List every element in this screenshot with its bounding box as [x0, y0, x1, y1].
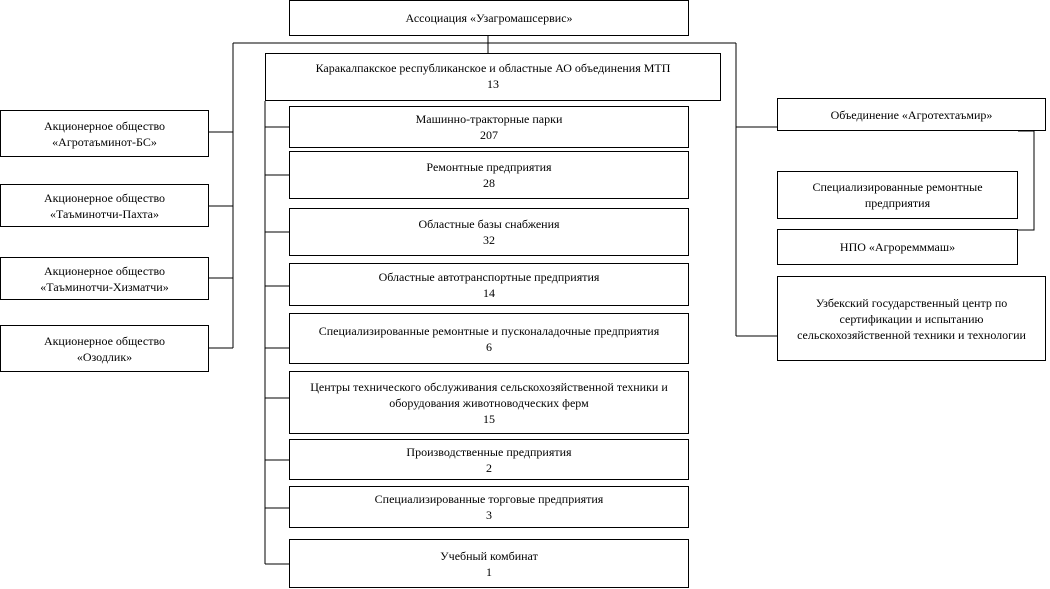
subunit-title: Специализированные ремонтные и пусконала…	[318, 323, 660, 338]
left-company-type: Акционерное общество	[43, 118, 166, 133]
subunit-count: 28	[483, 176, 495, 190]
subunit-title: Машинно-тракторные парки	[415, 112, 563, 126]
subunit-title: Специализированные торговые предприятия	[374, 492, 604, 506]
left-company-type: Акционерное общество	[43, 190, 166, 205]
left-company-box: Акционерное общество «Таъминотчи-Пахта»	[0, 184, 209, 227]
certification-center-box: Узбекский государственный центр по серти…	[777, 276, 1046, 361]
subunit-box: Специализированные ремонтные и пусконала…	[289, 313, 689, 364]
subunit-box: Центры технического обслуживания сельско…	[289, 371, 689, 434]
subunit-box: Специализированные торговые предприятия …	[289, 486, 689, 528]
subunit-box: Машинно-тракторные парки 207	[289, 106, 689, 148]
left-company-name: «Озодлик»	[76, 349, 133, 364]
agrotech-box: Объединение «Агротехтаъмир»	[777, 98, 1046, 131]
subunit-count: 3	[486, 508, 492, 522]
subunit-count: 1	[486, 564, 492, 579]
left-company-box: Акционерное общество «Таъминотчи-Хизматч…	[0, 257, 209, 300]
regional-box: Каракалпакское республиканское и областн…	[265, 53, 721, 101]
subunit-box: Производственные предприятия 2	[289, 439, 689, 480]
agrotech-title: Объединение «Агротехтаъмир»	[830, 107, 993, 122]
left-company-box: Акционерное общество «Агротаъминот-БС»	[0, 110, 209, 157]
regional-title: Каракалпакское республиканское и областн…	[315, 61, 671, 75]
subunit-box: Областные автотранспортные предприятия 1…	[289, 263, 689, 306]
spec-repair-box: Специализированные ремонтные предприятия	[777, 171, 1018, 219]
subunit-title: Ремонтные предприятия	[426, 160, 552, 174]
subunit-count: 2	[486, 460, 492, 475]
subunit-count: 14	[483, 285, 495, 300]
subunit-count: 15	[483, 411, 495, 426]
left-company-name: «Таъминотчи-Хизматчи»	[40, 279, 169, 294]
left-company-name: «Агротаъминот-БС»	[52, 134, 157, 149]
subunit-box: Областные базы снабжения 32	[289, 208, 689, 256]
left-company-type: Акционерное общество	[43, 263, 166, 278]
subunit-title: Производственные предприятия	[406, 444, 572, 459]
subunit-title: Областные автотранспортные предприятия	[378, 269, 600, 284]
spec-repair-title: Специализированные ремонтные предприятия	[812, 180, 983, 210]
certification-center-title: Узбекский государственный центр по серти…	[797, 295, 1026, 342]
subunit-title: Областные базы снабжения	[418, 217, 560, 231]
subunit-count: 6	[486, 339, 492, 354]
regional-count: 13	[487, 77, 499, 91]
subunit-title: Центры технического обслуживания сельско…	[310, 379, 668, 410]
left-company-type: Акционерное общество	[43, 333, 166, 348]
subunit-count: 207	[480, 128, 498, 142]
agrotech-bracket-line	[1018, 131, 1035, 231]
subunit-title: Учебный комбинат	[440, 548, 538, 563]
subunit-box: Учебный комбинат 1	[289, 539, 689, 588]
subunit-count: 32	[483, 233, 495, 247]
npo-title: НПО «Агроремммаш»	[839, 240, 956, 254]
left-company-box: Акционерное общество «Озодлик»	[0, 325, 209, 372]
npo-box: НПО «Агроремммаш»	[777, 229, 1018, 265]
association-box: Ассоциация «Узагромашсервис»	[289, 0, 689, 36]
subunit-box: Ремонтные предприятия 28	[289, 151, 689, 199]
left-company-name: «Таъминотчи-Пахта»	[50, 206, 159, 221]
association-title: Ассоциация «Узагромашсервис»	[405, 11, 573, 25]
